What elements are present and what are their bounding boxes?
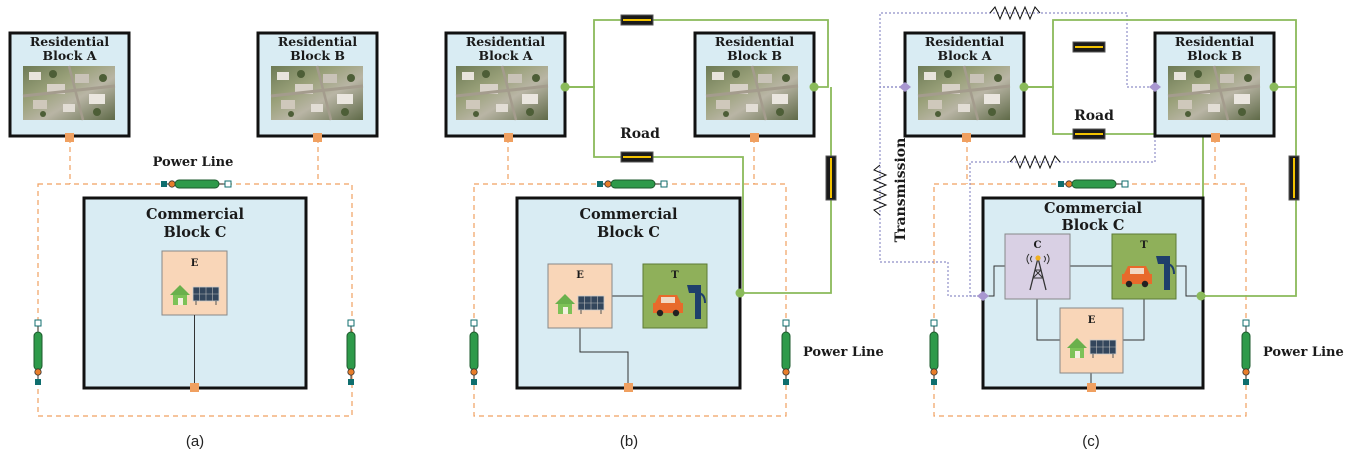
caption-b: (b) bbox=[620, 433, 638, 450]
power-line-label: Power Line bbox=[803, 345, 884, 360]
panel-c: Transmission Road Residential Block A Re… bbox=[872, 5, 1344, 450]
power-line-component bbox=[160, 179, 232, 189]
transport-label: T bbox=[671, 270, 679, 281]
road-node bbox=[1019, 82, 1029, 92]
energy-node: E bbox=[161, 250, 228, 316]
block-b-title-2: Block B bbox=[727, 48, 782, 63]
panel-a: Residential Block A Residential Block B … bbox=[8, 31, 379, 450]
road-segment bbox=[825, 155, 837, 201]
power-line-component bbox=[1241, 319, 1251, 386]
block-c-title-2: Block C bbox=[597, 224, 660, 241]
block-c-title-1: Commercial bbox=[579, 206, 677, 223]
aerial-photo bbox=[21, 64, 117, 122]
residential-block-b: Residential Block B bbox=[256, 31, 379, 142]
energy-label: E bbox=[576, 270, 584, 281]
residential-block-a: Residential Block A bbox=[903, 31, 1026, 142]
aerial-photo bbox=[916, 64, 1012, 122]
power-line-component bbox=[346, 319, 356, 386]
commercial-block-c: Commercial Block C C T bbox=[981, 196, 1205, 392]
block-c-title-2: Block C bbox=[1062, 217, 1125, 234]
power-line-component bbox=[1057, 179, 1129, 189]
caption-a: (a) bbox=[186, 433, 204, 450]
block-a-title-1: Residential bbox=[925, 34, 1005, 49]
power-node bbox=[504, 133, 513, 142]
comm-node bbox=[977, 291, 989, 301]
power-node bbox=[190, 383, 199, 392]
caption-c: (c) bbox=[1082, 433, 1100, 450]
road-node bbox=[1196, 291, 1206, 301]
block-a-title-2: Block A bbox=[43, 48, 97, 63]
power-line-component bbox=[596, 179, 668, 189]
residential-block-a: Residential Block A bbox=[8, 31, 131, 142]
road-segment bbox=[1072, 41, 1106, 53]
power-node bbox=[1087, 383, 1096, 392]
block-a-title-2: Block A bbox=[479, 48, 533, 63]
road-label: Road bbox=[1074, 108, 1114, 124]
power-node bbox=[313, 133, 322, 142]
transport-label: T bbox=[1140, 240, 1148, 251]
block-b-title-1: Residential bbox=[715, 34, 795, 49]
energy-node: E bbox=[1059, 307, 1124, 374]
comm-node bbox=[899, 82, 911, 92]
power-line-label: Power Line bbox=[153, 155, 234, 170]
block-b-title-2: Block B bbox=[290, 48, 345, 63]
power-node bbox=[750, 133, 759, 142]
residential-block-a: Residential Block A bbox=[444, 31, 567, 142]
power-line-component bbox=[469, 319, 479, 386]
road-segment bbox=[1288, 155, 1300, 201]
residential-block-b: Residential Block B bbox=[693, 31, 816, 142]
block-b-title-2: Block B bbox=[1187, 48, 1242, 63]
comm-label: C bbox=[1034, 240, 1042, 251]
comm-node bbox=[1149, 82, 1161, 92]
aerial-photo bbox=[704, 64, 800, 122]
aerial-photo bbox=[269, 64, 365, 122]
comm-node-box: C bbox=[1004, 233, 1071, 300]
power-node bbox=[1211, 133, 1220, 142]
road-label: Road bbox=[620, 126, 660, 142]
commercial-block-c: Commercial Block C E T bbox=[515, 196, 742, 392]
transport-node: T bbox=[1111, 233, 1177, 300]
commercial-block-c: Commercial Block C E bbox=[82, 196, 308, 392]
block-c-title-1: Commercial bbox=[1044, 200, 1142, 217]
power-line-component bbox=[33, 319, 43, 386]
transport-node: T bbox=[642, 263, 708, 329]
road-node bbox=[1269, 82, 1279, 92]
power-node bbox=[65, 133, 74, 142]
power-node bbox=[962, 133, 971, 142]
wireless-links bbox=[872, 5, 1061, 216]
power-line-label: Power Line bbox=[1263, 345, 1344, 360]
block-c-title-2: Block C bbox=[164, 224, 227, 241]
road-segment bbox=[620, 151, 654, 163]
road-segment bbox=[1072, 128, 1106, 140]
energy-node: E bbox=[547, 263, 613, 329]
panel-b: Road Residential Block A Residential Blo… bbox=[444, 14, 884, 450]
residential-block-b: Residential Block B bbox=[1153, 31, 1276, 142]
energy-label: E bbox=[191, 258, 199, 269]
energy-label: E bbox=[1088, 315, 1096, 326]
power-line-component bbox=[781, 319, 791, 386]
block-c-title-1: Commercial bbox=[146, 206, 244, 223]
block-b-title-1: Residential bbox=[1175, 34, 1255, 49]
transmission-label: Transmission bbox=[893, 138, 909, 243]
power-node bbox=[624, 383, 633, 392]
block-a-title-1: Residential bbox=[466, 34, 546, 49]
block-a-title-1: Residential bbox=[30, 34, 110, 49]
power-line-component bbox=[929, 319, 939, 386]
road-segment bbox=[620, 14, 654, 26]
aerial-photo bbox=[1166, 64, 1262, 122]
aerial-photo bbox=[454, 64, 550, 122]
block-b-title-1: Residential bbox=[278, 34, 358, 49]
block-a-title-2: Block A bbox=[938, 48, 992, 63]
